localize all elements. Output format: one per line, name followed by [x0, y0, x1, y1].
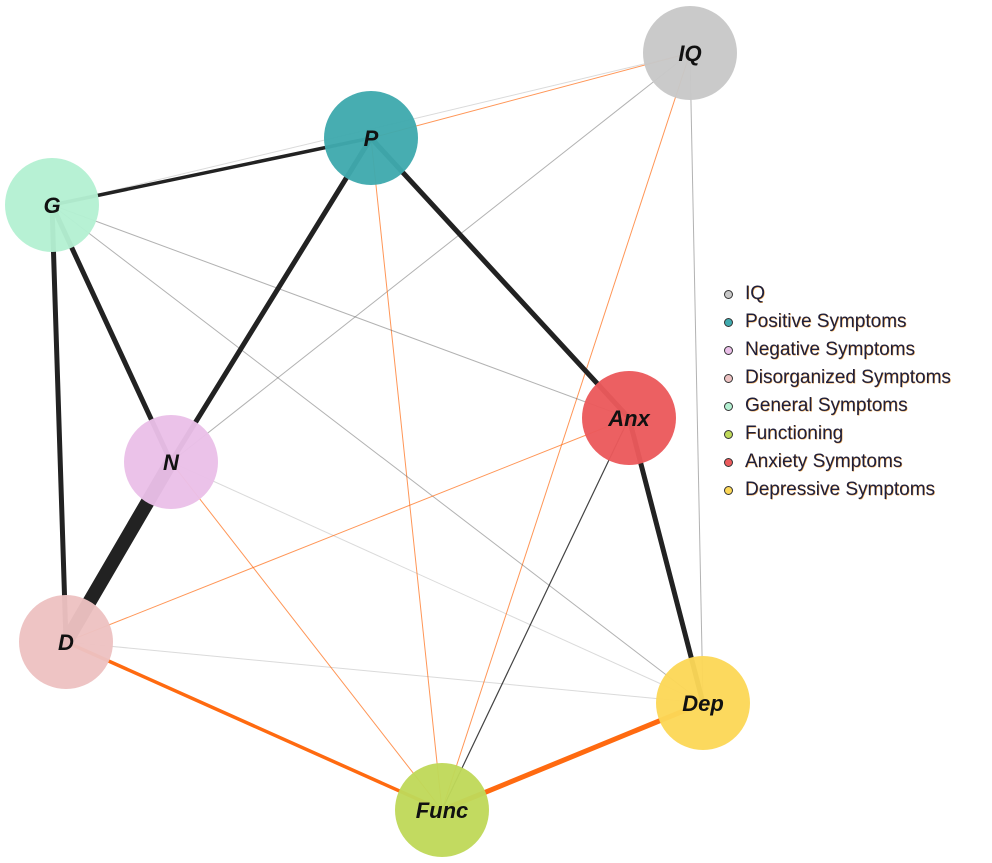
legend-label: Functioning	[745, 423, 844, 444]
node-p[interactable]: P	[324, 91, 418, 185]
legend-dot-icon	[724, 401, 733, 411]
node-circle	[5, 158, 99, 252]
legend-dot-icon	[724, 429, 733, 439]
edge-P-IQ	[370, 52, 691, 139]
legend: IQ Positive Symptoms Negative Symptoms D…	[724, 280, 951, 504]
node-label: Anx	[607, 406, 650, 431]
node-circle	[19, 595, 113, 689]
legend-label: Anxiety Symptoms	[745, 451, 903, 472]
legend-label: IQ	[745, 283, 766, 304]
edge-G-D	[49, 202, 69, 645]
legend-item: Functioning	[724, 420, 951, 448]
edge-G-Anx	[51, 204, 630, 419]
legend-label: General Symptoms	[745, 395, 908, 416]
node-dep[interactable]: Dep	[656, 656, 750, 750]
node-label: P	[364, 126, 379, 151]
node-label: G	[43, 193, 60, 218]
node-d[interactable]: D	[19, 595, 113, 689]
edge-D-Dep	[65, 641, 704, 704]
edge-IQ-Func	[441, 52, 691, 811]
node-circle	[395, 763, 489, 857]
legend-dot-icon	[724, 345, 733, 355]
legend-dot-icon	[724, 457, 733, 467]
node-circle	[124, 415, 218, 509]
edge-N-Dep	[170, 461, 704, 704]
node-circle	[324, 91, 418, 185]
node-label: N	[163, 450, 180, 475]
node-label: Dep	[682, 691, 724, 716]
node-func[interactable]: Func	[395, 763, 489, 857]
legend-label: Disorganized Symptoms	[745, 367, 951, 388]
edge-D-Func	[64, 640, 444, 812]
edge-N-Func	[170, 461, 443, 811]
edge-P-Anx	[368, 135, 632, 421]
node-circle	[656, 656, 750, 750]
edge-G-P	[50, 136, 373, 207]
legend-dot-icon	[724, 373, 733, 383]
edge-G-Dep	[51, 204, 704, 704]
edge-Anx-Func	[441, 417, 630, 811]
edge-IQ-N	[170, 52, 691, 463]
edge-P-N	[168, 135, 374, 465]
node-label: Func	[416, 798, 469, 823]
edge-Func-Dep	[439, 700, 706, 813]
legend-label: Positive Symptoms	[745, 311, 907, 332]
legend-item: Depressive Symptoms	[724, 476, 951, 504]
legend-item: General Symptoms	[724, 392, 951, 420]
legend-dot-icon	[724, 485, 733, 495]
legend-item: IQ	[724, 280, 951, 308]
node-label: D	[58, 630, 74, 655]
edge-Anx-Dep	[626, 415, 706, 706]
legend-dot-icon	[724, 317, 733, 327]
legend-item: Disorganized Symptoms	[724, 364, 951, 392]
edge-D-Anx	[65, 417, 630, 643]
node-circle	[643, 6, 737, 100]
node-n[interactable]: N	[124, 415, 218, 509]
legend-item: Negative Symptoms	[724, 336, 951, 364]
node-label: IQ	[678, 41, 701, 66]
edge-G-N	[49, 202, 174, 465]
node-g[interactable]: G	[5, 158, 99, 252]
legend-item: Positive Symptoms	[724, 308, 951, 336]
node-anx[interactable]: Anx	[582, 371, 676, 465]
node-circle	[582, 371, 676, 465]
edge-P-Func	[370, 137, 443, 811]
node-iq[interactable]: IQ	[643, 6, 737, 100]
legend-label: Depressive Symptoms	[745, 479, 936, 500]
edge-IQ-Dep	[689, 52, 704, 704]
legend-dot-icon	[724, 289, 733, 299]
legend-item: Anxiety Symptoms	[724, 448, 951, 476]
legend-label: Negative Symptoms	[745, 339, 916, 360]
